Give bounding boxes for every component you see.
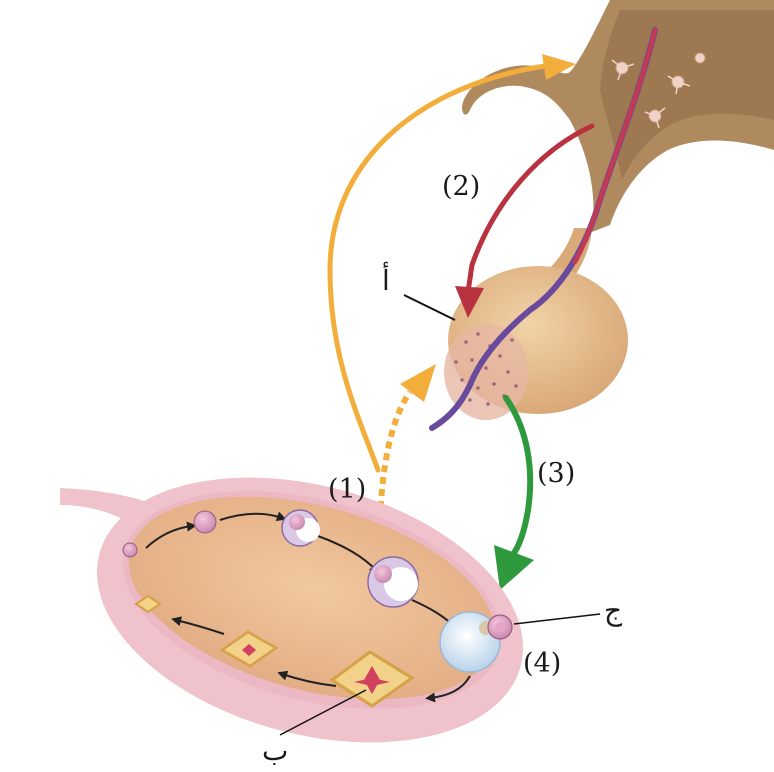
tertiary-follicle (368, 557, 418, 607)
label-b: ب (262, 734, 288, 767)
step-4-label: (4) (523, 648, 561, 679)
arrow-step-1-to-pituitary (380, 364, 436, 520)
label-a: أ (382, 262, 390, 297)
growing-follicle (194, 511, 216, 533)
step-3-label: (3) (537, 458, 575, 489)
step-1-label: (1) (328, 474, 366, 505)
arrow-step-3 (494, 398, 534, 590)
leader-line-c (514, 614, 600, 624)
leader-line-a (404, 295, 455, 320)
step-2-label: (2) (442, 171, 480, 202)
label-c: ج (604, 594, 623, 627)
ovulated-egg (488, 615, 512, 639)
primary-follicle (123, 543, 137, 557)
